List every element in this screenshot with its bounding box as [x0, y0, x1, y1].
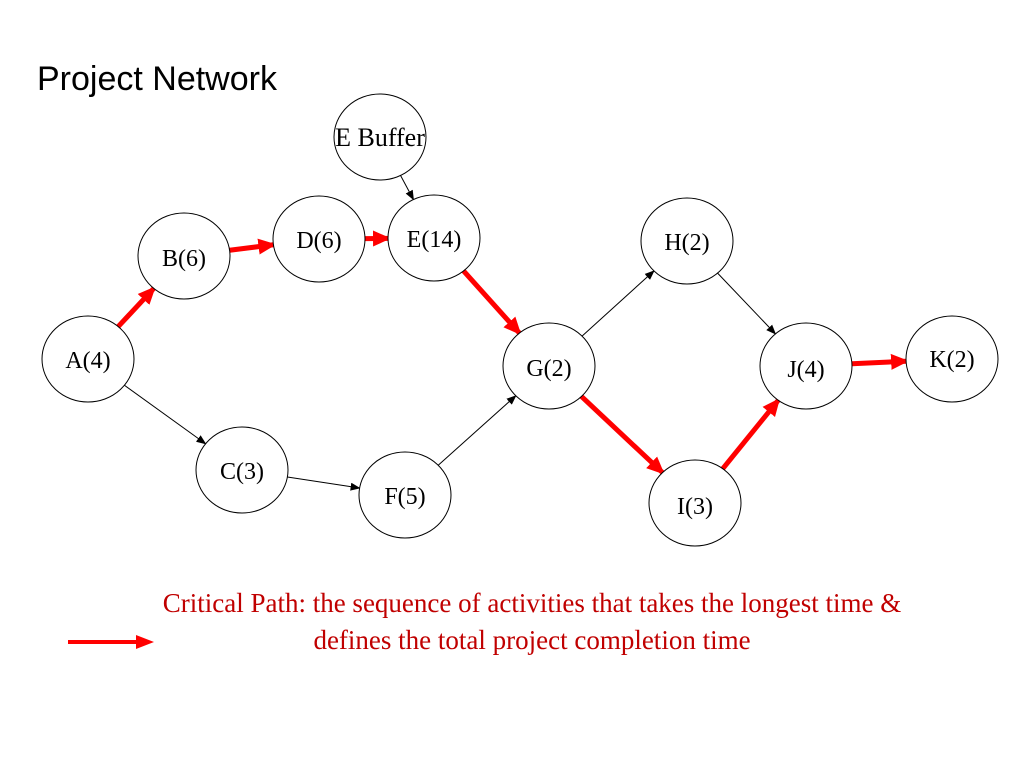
node-f: F(5): [358, 451, 452, 539]
node-j: J(4): [759, 322, 853, 410]
node-b: B(6): [137, 212, 231, 300]
edge-a-to-b: [116, 286, 156, 329]
node-h: H(2): [640, 197, 734, 285]
node-d-label: D(6): [296, 228, 341, 254]
edge-i-to-j: [720, 397, 781, 471]
edges-layer: [116, 175, 910, 491]
node-k-label: K(2): [929, 347, 974, 373]
node-i-label: I(3): [677, 494, 713, 520]
edge-a-to-c: [124, 384, 207, 445]
node-i: I(3): [648, 459, 742, 547]
edge-f-to-g: [437, 395, 517, 466]
nodes-layer: E Buffer A(4) B(6) C(3) D(6) E(14) F(5): [41, 93, 999, 547]
edge-j-to-k: [851, 353, 910, 370]
critical-path-caption: Critical Path: the sequence of activitie…: [40, 585, 1024, 659]
buffer-label: E Buffer: [335, 123, 425, 152]
edge-c-to-f: [287, 476, 361, 491]
edge-e-to-g: [461, 269, 522, 336]
node-buffer: E Buffer: [333, 93, 427, 181]
node-c: C(3): [195, 426, 289, 514]
edge-h-to-j: [717, 272, 777, 335]
page-title: Project Network: [37, 60, 277, 98]
edge-buffer-to-e: [400, 175, 414, 201]
node-f-label: F(5): [384, 484, 425, 510]
node-a: A(4): [41, 315, 135, 403]
node-k: K(2): [905, 315, 999, 403]
edge-g-to-h: [581, 270, 655, 337]
node-b-label: B(6): [162, 246, 206, 272]
node-h-label: H(2): [664, 230, 709, 256]
node-e-label: E(14): [407, 227, 462, 253]
caption-line-1: Critical Path: the sequence of activitie…: [162, 588, 902, 618]
node-d: D(6): [272, 195, 366, 283]
node-g-label: G(2): [526, 356, 571, 382]
node-e: E(14): [387, 194, 481, 282]
node-j-label: J(4): [787, 357, 824, 383]
node-a-label: A(4): [65, 348, 110, 374]
caption-line-2: defines the total project completion tim…: [313, 625, 751, 655]
edge-g-to-i: [579, 394, 665, 475]
critical-path-legend-arrow: [68, 635, 154, 649]
node-g: G(2): [502, 322, 596, 410]
edge-b-to-d: [229, 238, 277, 255]
node-c-label: C(3): [220, 459, 264, 485]
